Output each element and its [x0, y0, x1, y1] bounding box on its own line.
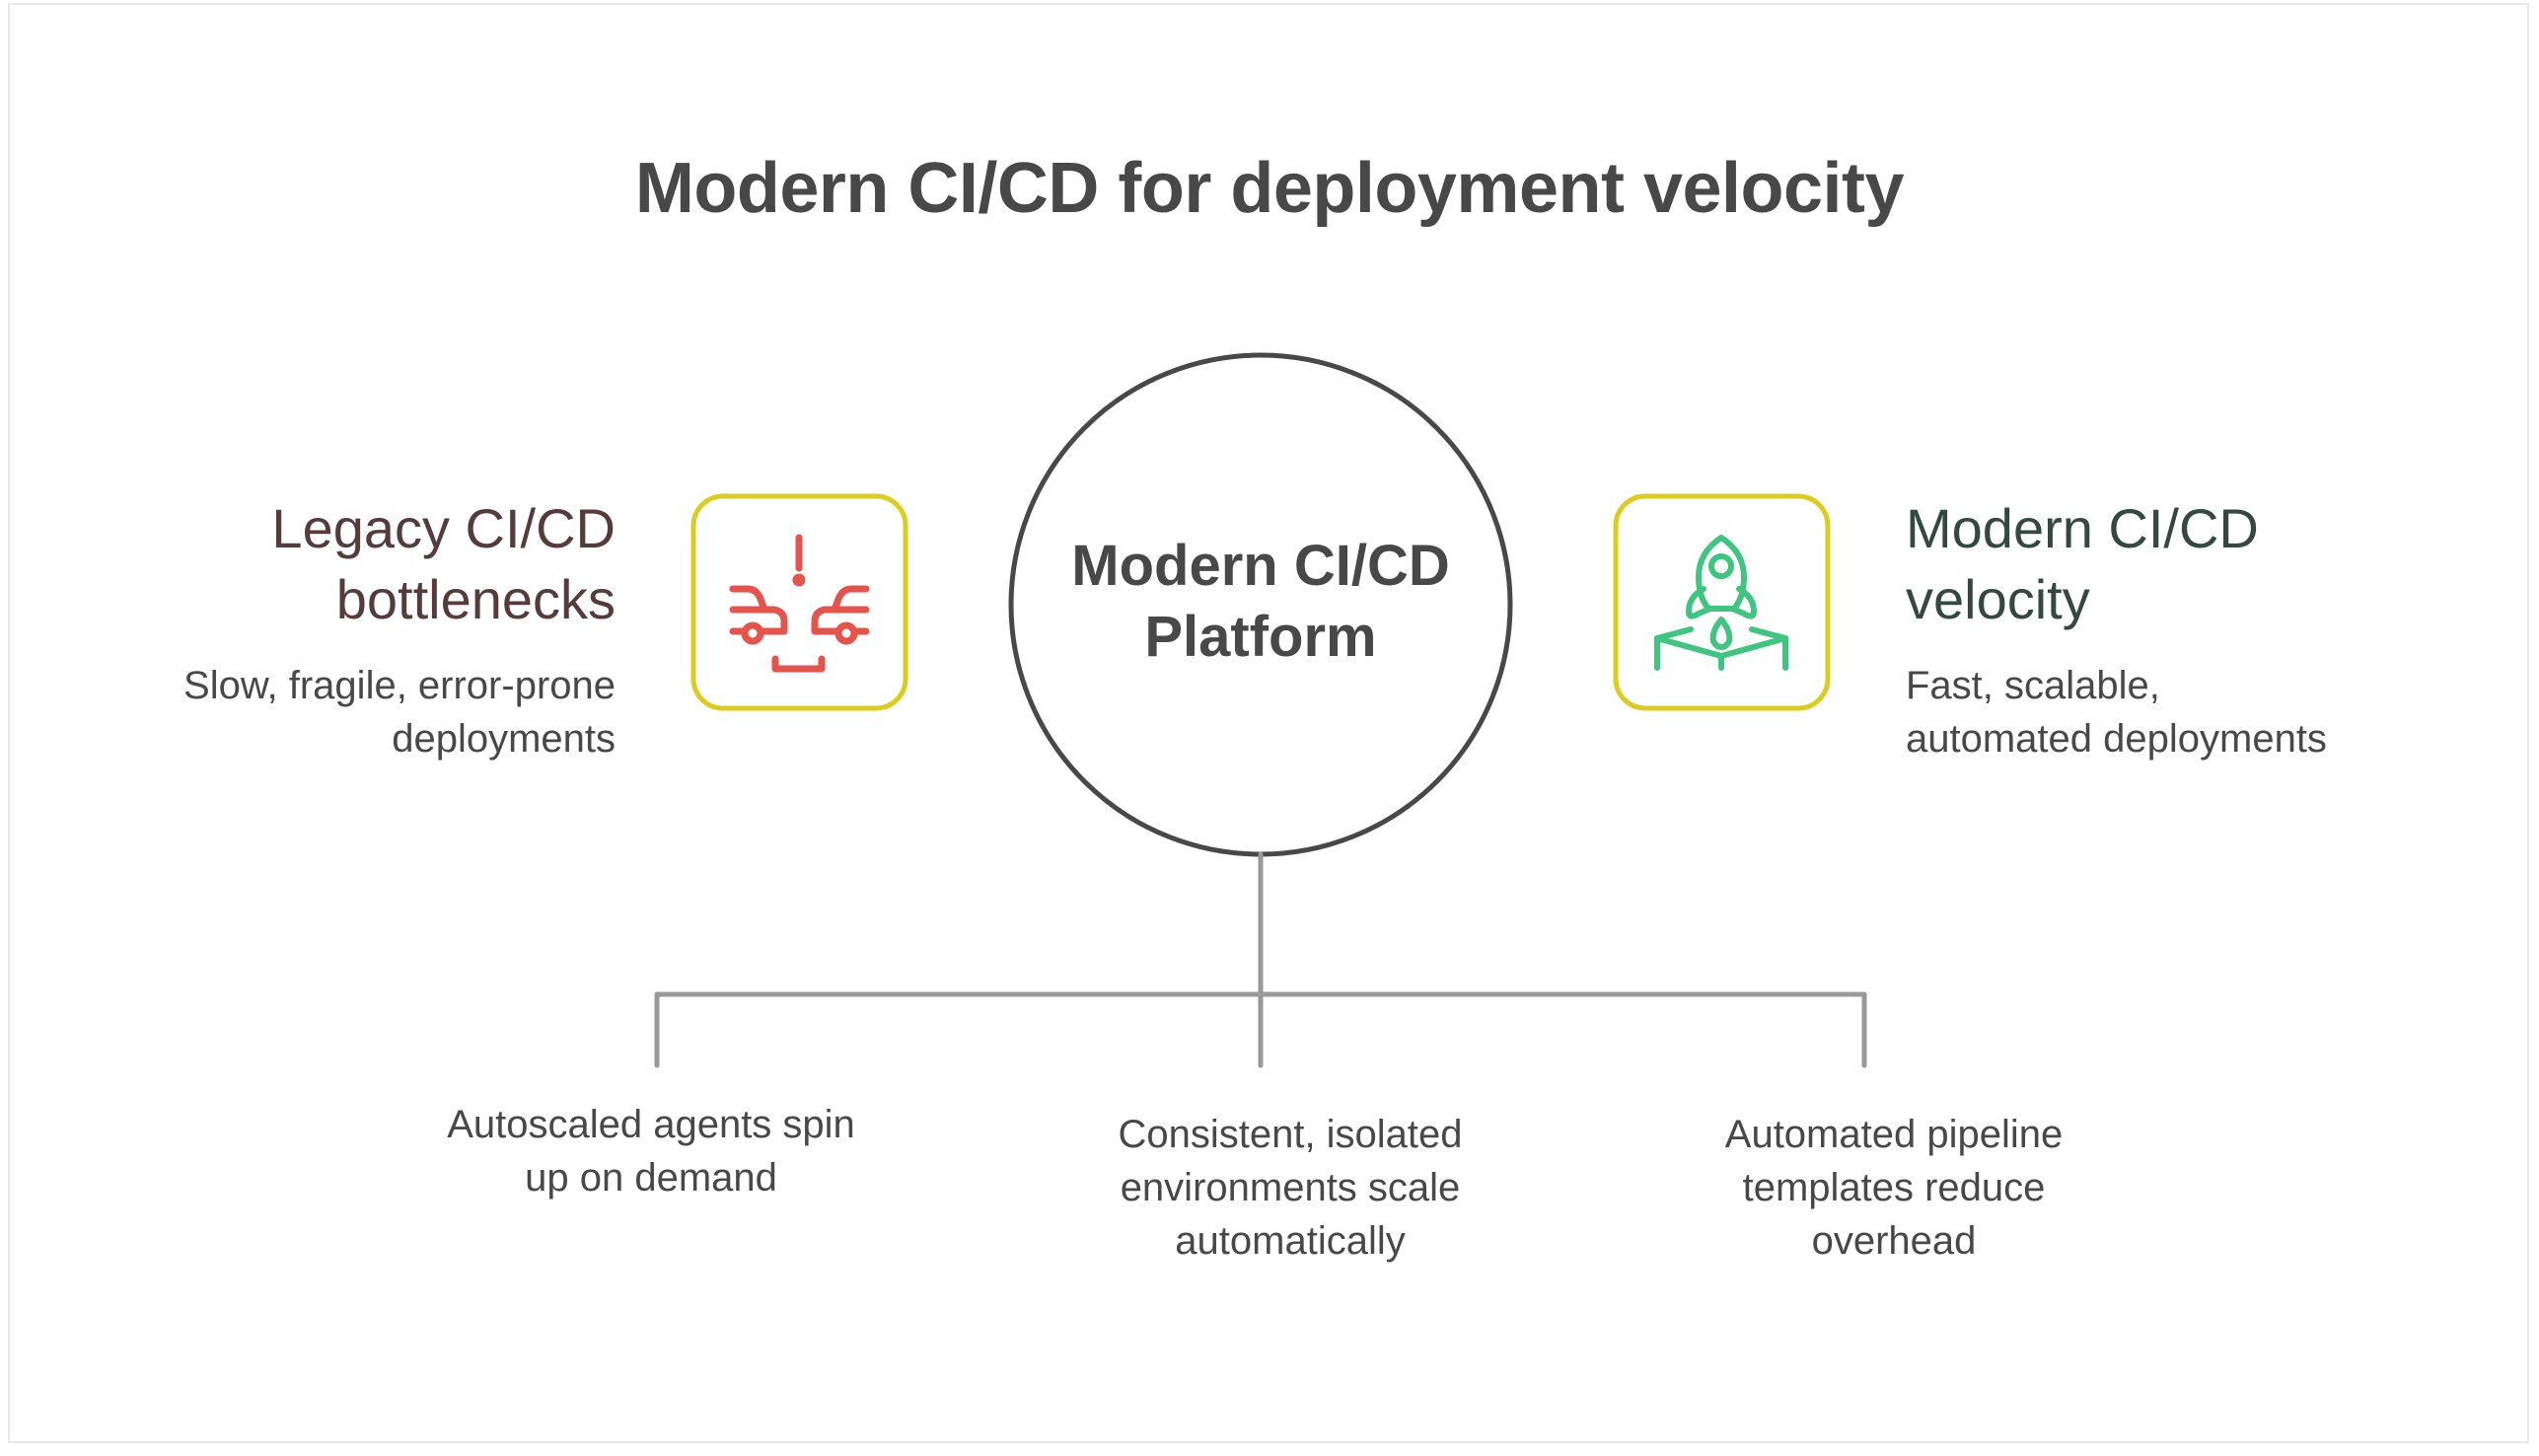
branch-leaf-isolated-environments: Consistent, isolated environments scale … — [1034, 1108, 1547, 1268]
leaf-line: templates reduce — [1742, 1166, 2046, 1209]
legacy-title: Legacy CI/CD bottlenecks — [63, 493, 616, 635]
leaf-line: Autoscaled agents spin — [447, 1103, 855, 1146]
modern-description-line2: automated deployments — [1906, 717, 2327, 761]
central-node-label-line1: Modern CI/CD — [1071, 534, 1450, 598]
diagram-title: Modern CI/CD for deployment velocity — [634, 149, 1905, 228]
branch-connectors — [654, 851, 1867, 1068]
leaf-line: automatically — [1175, 1219, 1406, 1263]
leaf-line: environments scale — [1120, 1166, 1461, 1209]
branch-leaf-pipeline-templates: Automated pipeline templates reduce over… — [1637, 1108, 2150, 1268]
traffic-jam-cars-warning-icon — [729, 534, 870, 673]
central-node-label: Modern CI/CD Platform — [1014, 531, 1507, 673]
modern-icon-box — [1613, 493, 1831, 711]
modern-description-line1: Fast, scalable, — [1906, 664, 2160, 707]
legacy-description: Slow, fragile, error-prone deployments — [63, 659, 616, 765]
legacy-title-line2: bottlenecks — [335, 568, 616, 630]
modern-description: Fast, scalable, automated deployments — [1906, 659, 2458, 765]
legacy-icon-box — [690, 493, 908, 711]
connector-bar — [654, 991, 1867, 1068]
modern-title-line1: Modern CI/CD — [1906, 497, 2259, 559]
leaf-line: overhead — [1811, 1219, 1977, 1263]
rocket-launch-icon — [1654, 535, 1788, 671]
leaf-line: Automated pipeline — [1724, 1113, 2064, 1156]
modern-title: Modern CI/CD velocity — [1906, 493, 2458, 635]
legacy-title-line1: Legacy CI/CD — [271, 497, 616, 559]
leaf-line: Consistent, isolated — [1118, 1113, 1463, 1156]
modern-title-line2: velocity — [1906, 568, 2090, 630]
legacy-section: Legacy CI/CD bottlenecks Slow, fragile, … — [63, 493, 616, 765]
legacy-description-line1: Slow, fragile, error-prone — [183, 664, 616, 707]
modern-section: Modern CI/CD velocity Fast, scalable, au… — [1906, 493, 2458, 765]
legacy-description-line2: deployments — [392, 717, 616, 761]
branch-leaf-autoscaled-agents: Autoscaled agents spin up on demand — [395, 1098, 907, 1204]
central-node-label-line2: Platform — [1144, 605, 1377, 669]
leaf-line: up on demand — [525, 1156, 777, 1200]
